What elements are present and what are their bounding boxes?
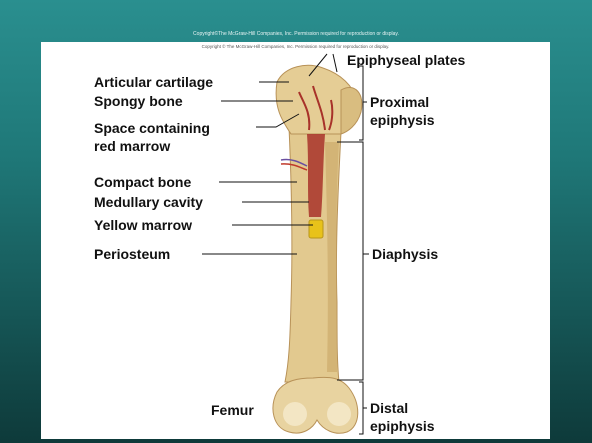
slide-copyright: Copyright©The McGraw-Hill Companies, Inc…: [0, 31, 592, 37]
label-periosteum: Periosteum: [94, 246, 170, 262]
label-yellow-marrow: Yellow marrow: [94, 217, 192, 233]
label-articular-cartilage: Articular cartilage: [94, 74, 213, 90]
label-diaphysis: Diaphysis: [372, 246, 438, 262]
label-femur: Femur: [211, 402, 254, 418]
label-space-red-marrow-line2: red marrow: [94, 138, 170, 154]
label-compact-bone: Compact bone: [94, 174, 191, 190]
label-medullary-cavity: Medullary cavity: [94, 194, 203, 210]
label-distal-line1: Distal: [370, 400, 408, 416]
label-epiphyseal-plates: Epiphyseal plates: [347, 52, 465, 68]
yellow-marrow: [309, 220, 323, 238]
label-spongy-bone: Spongy bone: [94, 93, 183, 109]
label-space-red-marrow-line1: Space containing: [94, 120, 210, 136]
label-proximal-line2: epiphysis: [370, 112, 435, 128]
label-distal-line2: epiphysis: [370, 418, 435, 434]
femur-figure: Copyright © The McGraw-Hill Companies, I…: [41, 42, 550, 439]
label-proximal-line1: Proximal: [370, 94, 429, 110]
femur-bone: [273, 65, 362, 433]
